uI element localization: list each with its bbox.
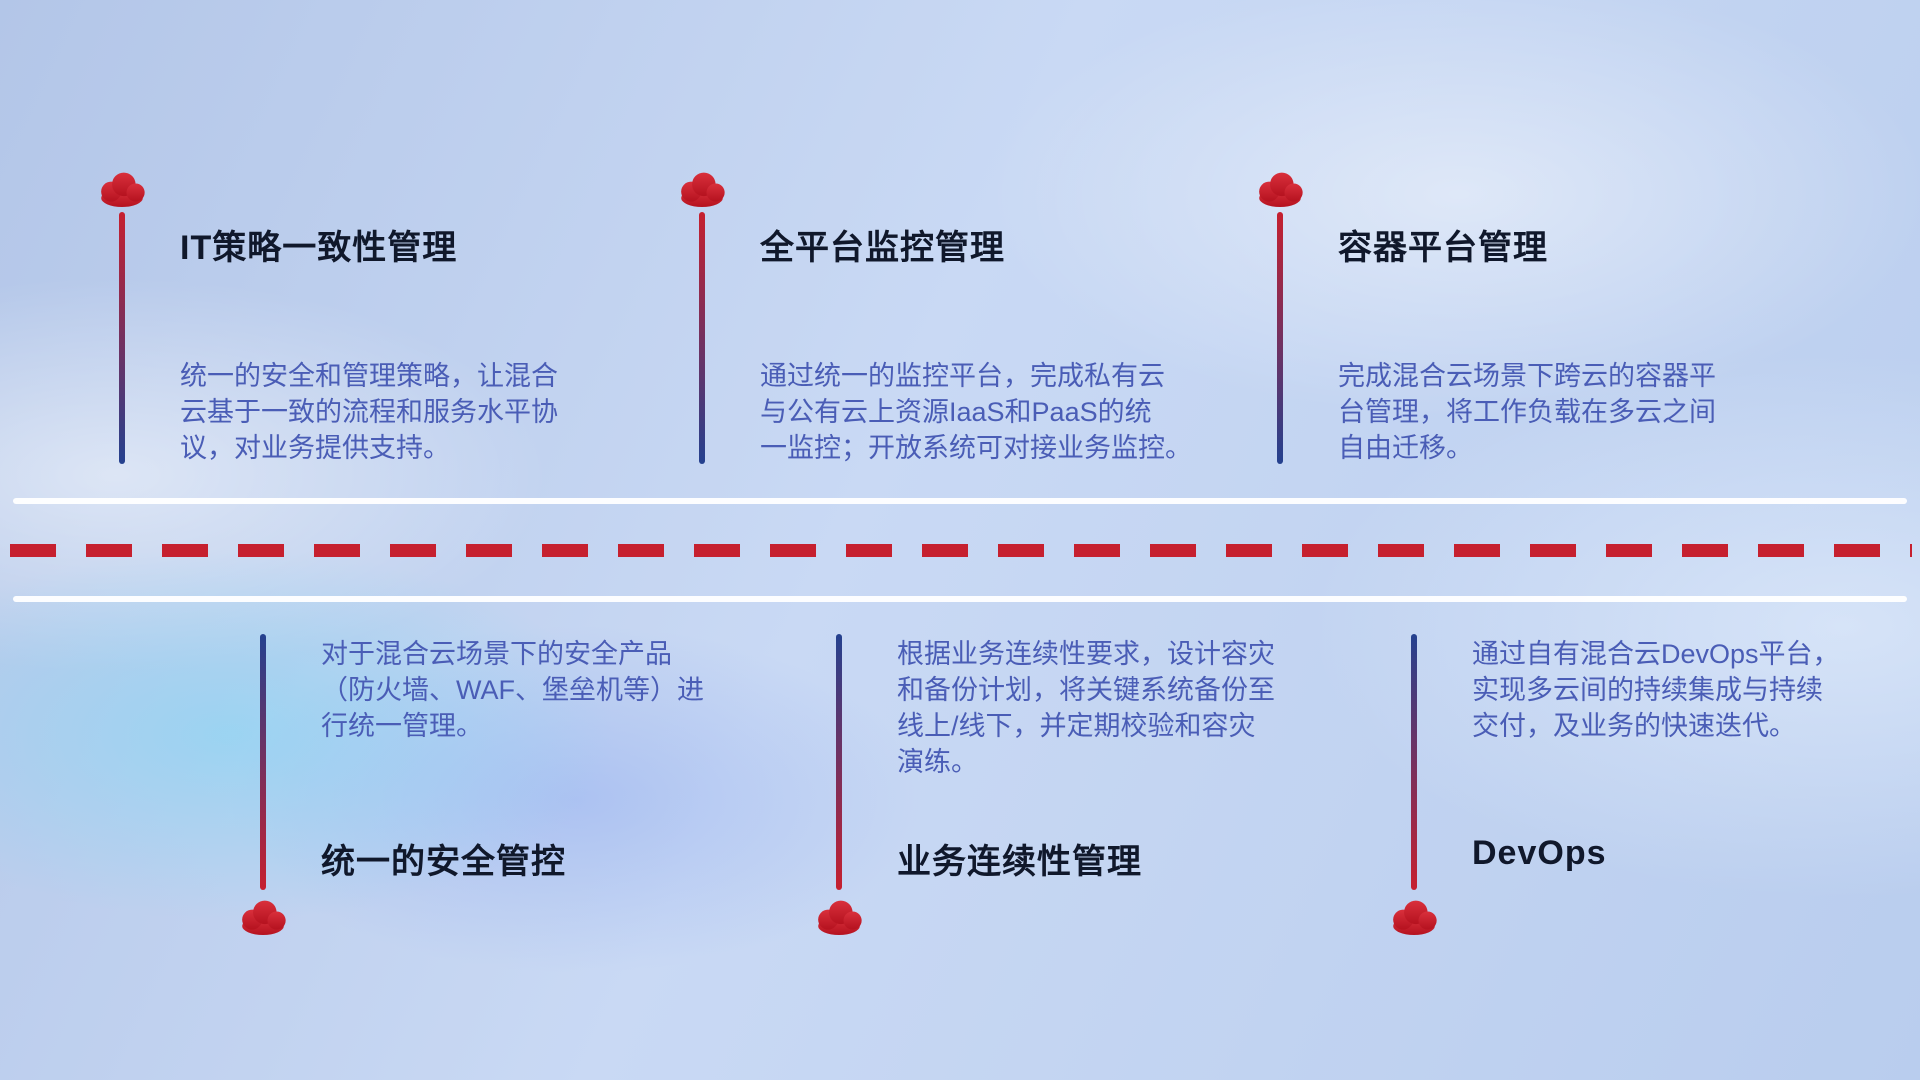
- capability-security-control: 对于混合云场景下的安全产品 （防火墙、WAF、堡垒机等）进 行统一管理。 统一的…: [242, 0, 903, 1080]
- item-title: IT策略一致性管理: [180, 229, 458, 267]
- cloud-icon: [810, 896, 868, 936]
- divider-line-bottom: [13, 596, 1907, 602]
- item-description: 对于混合云场景下的安全产品 （防火墙、WAF、堡垒机等）进 行统一管理。: [321, 639, 704, 741]
- connector-line: [836, 634, 842, 890]
- item-title: DevOps: [1472, 834, 1607, 872]
- capability-platform-monitoring: 全平台监控管理 通过统一的监控平台，完成私有云 与公有云上资源IaaS和PaaS…: [681, 0, 1342, 1080]
- dashed-center-line: [10, 544, 1912, 557]
- item-description: 统一的安全和管理策略，让混合 云基于一致的流程和服务水平协 议，对业务提供支持。: [180, 361, 558, 463]
- item-description: 完成混合云场景下跨云的容器平 台管理，将工作负载在多云之间 自由迁移。: [1338, 361, 1716, 463]
- connector-line: [260, 634, 266, 890]
- cloud-icon: [93, 168, 151, 208]
- item-title: 容器平台管理: [1338, 229, 1548, 267]
- cloud-icon: [1385, 896, 1443, 936]
- connector-line: [1411, 634, 1417, 890]
- capability-devops: 通过自有混合云DevOps平台， 实现多云间的持续集成与持续 交付，及业务的快速…: [1393, 0, 1920, 1080]
- item-description: 通过统一的监控平台，完成私有云 与公有云上资源IaaS和PaaS的统 一监控；开…: [760, 361, 1192, 463]
- item-description: 通过自有混合云DevOps平台， 实现多云间的持续集成与持续 交付，及业务的快速…: [1472, 639, 1840, 741]
- connector-line: [119, 212, 125, 464]
- cloud-icon: [673, 168, 731, 208]
- capability-it-policy: IT策略一致性管理 统一的安全和管理策略，让混合 云基于一致的流程和服务水平协 …: [101, 0, 762, 1080]
- capability-container-platform: 容器平台管理 完成混合云场景下跨云的容器平 台管理，将工作负载在多云之间 自由迁…: [1259, 0, 1920, 1080]
- capability-business-continuity: 根据业务连续性要求，设计容灾 和备份计划，将关键系统备份至 线上/线下，并定期校…: [818, 0, 1479, 1080]
- connector-line: [699, 212, 705, 464]
- divider-line-top: [13, 498, 1907, 504]
- item-description: 根据业务连续性要求，设计容灾 和备份计划，将关键系统备份至 线上/线下，并定期校…: [897, 639, 1275, 777]
- cloud-icon: [1251, 168, 1309, 208]
- connector-line: [1277, 212, 1283, 464]
- cloud-icon: [234, 896, 292, 936]
- item-title: 统一的安全管控: [321, 843, 566, 881]
- item-title: 业务连续性管理: [897, 843, 1142, 881]
- item-title: 全平台监控管理: [760, 229, 1005, 267]
